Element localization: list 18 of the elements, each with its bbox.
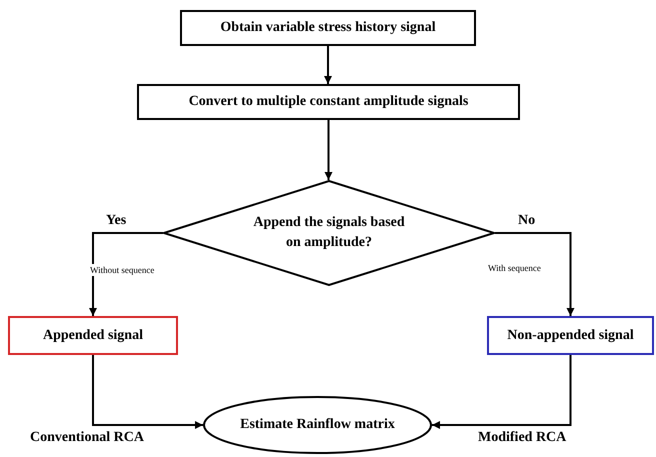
- node-text: Convert to multiple constant amplitude signals: [188, 93, 468, 111]
- edge-note: Without sequence: [90, 264, 154, 276]
- edge-note: With sequence: [488, 262, 541, 274]
- arrow: [89, 232, 163, 316]
- arrow: [92, 355, 203, 429]
- arrow: [324, 46, 332, 84]
- process-box: [180, 10, 476, 46]
- process-box: [8, 316, 178, 355]
- node-text: Non-appended signal: [507, 326, 634, 344]
- node-text: Appended signal: [43, 326, 143, 344]
- process-box: [487, 316, 654, 355]
- node-text: Estimate Rainflow matrix: [240, 416, 395, 434]
- arrow: [432, 355, 572, 429]
- arrow: [495, 232, 574, 316]
- arrow: [324, 120, 332, 180]
- node-text: Obtain variable stress history signal: [220, 19, 436, 37]
- node-text: Append the signals based on amplitude?: [252, 214, 406, 252]
- process-box: [137, 84, 520, 120]
